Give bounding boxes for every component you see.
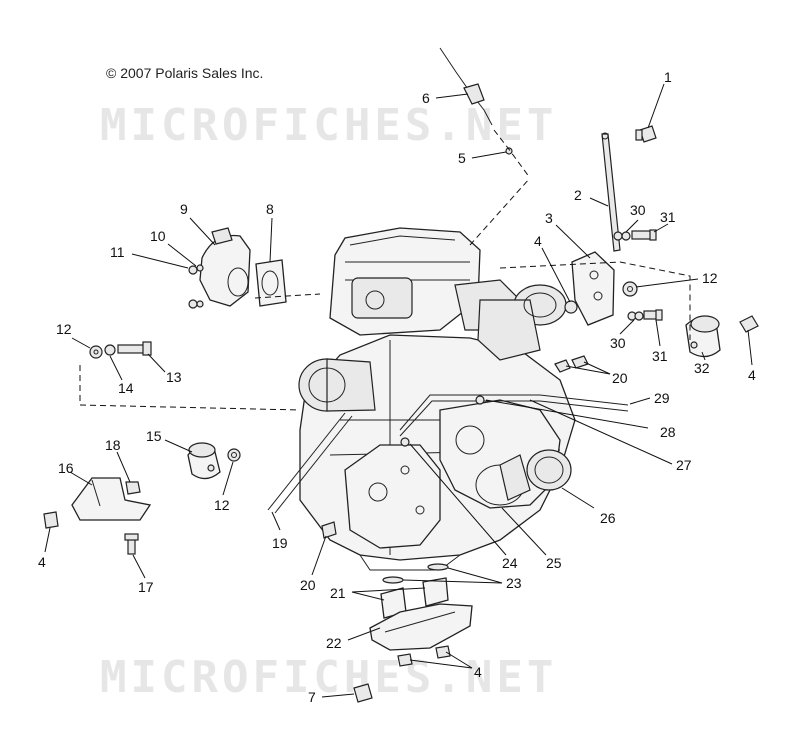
callout-28: 28	[660, 424, 676, 440]
callout-2: 2	[574, 187, 582, 203]
upper-washer-bolt-set	[613, 229, 657, 241]
right-mount-bracket	[564, 251, 638, 326]
left-rubber-mount	[187, 442, 241, 480]
front-support-rod	[601, 125, 657, 252]
callout-30-upper: 30	[630, 202, 646, 218]
callout-23: 23	[506, 575, 522, 591]
callout-5: 5	[458, 150, 466, 166]
callout-27: 27	[676, 457, 692, 473]
callout-25: 25	[546, 555, 562, 571]
callout-6: 6	[422, 90, 430, 106]
callout-4-upper: 4	[534, 233, 542, 249]
callout-16: 16	[58, 460, 74, 476]
callout-11: 11	[110, 244, 125, 260]
callout-30-lower: 30	[610, 335, 626, 351]
left-bolt-set	[89, 341, 152, 359]
callout-8: 8	[266, 201, 274, 217]
callout-1: 1	[664, 69, 672, 85]
callout-10: 10	[150, 228, 166, 244]
callout-20-right: 20	[612, 370, 628, 386]
callout-3: 3	[545, 210, 553, 226]
callout-12-left-middle: 12	[214, 497, 230, 513]
callout-12-left-top: 12	[56, 321, 72, 337]
leader-lines	[44, 83, 753, 698]
callout-22: 22	[326, 635, 342, 651]
callout-14: 14	[118, 380, 134, 396]
right-rubber-mount	[685, 315, 759, 358]
lower-mount-assembly	[353, 563, 473, 703]
callout-24: 24	[502, 555, 518, 571]
callout-15: 15	[146, 428, 162, 444]
callout-13: 13	[166, 369, 182, 385]
callout-20-bottom: 20	[300, 577, 316, 593]
callout-31-upper: 31	[660, 209, 676, 225]
callout-18: 18	[105, 437, 121, 453]
callout-32: 32	[694, 360, 710, 376]
callout-29: 29	[654, 390, 670, 406]
left-engine-bracket	[43, 477, 152, 555]
callout-7: 7	[308, 689, 316, 705]
hoses-and-lines	[267, 355, 629, 539]
callout-4-right: 4	[748, 367, 756, 383]
callout-26: 26	[600, 510, 616, 526]
thermostat-housing	[188, 227, 287, 309]
lower-washer-bolt-set	[627, 309, 663, 321]
callout-labels: 1 2 3 4 4 4 4 5 6 7 8 9 10 11 12 12 12 1…	[38, 69, 756, 705]
callout-4-bottom: 4	[474, 664, 482, 680]
callout-19: 19	[272, 535, 288, 551]
callout-9: 9	[180, 201, 188, 217]
callout-21: 21	[330, 585, 346, 601]
callout-17: 17	[138, 579, 154, 595]
callout-12-right: 12	[702, 270, 718, 286]
engine-assembly	[298, 227, 576, 571]
throttle-cable	[439, 47, 531, 179]
watermark-top: MICROFICHES.NET	[100, 100, 558, 151]
watermark-bottom: MICROFICHES.NET	[100, 652, 558, 703]
copyright-notice: © 2007 Polaris Sales Inc.	[106, 65, 264, 81]
callout-4-left: 4	[38, 554, 46, 570]
callout-31-lower: 31	[652, 348, 668, 364]
